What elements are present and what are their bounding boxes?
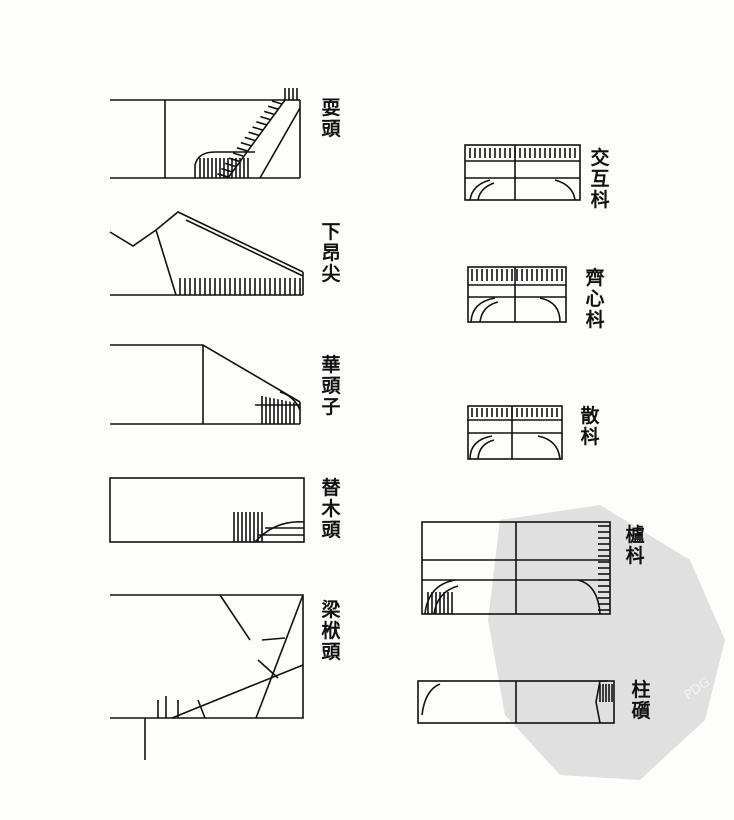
timutou-drawing [109, 477, 305, 543]
sandou-drawing [467, 405, 563, 460]
label-qixindou: 齊心枓 [585, 267, 605, 331]
label-timutou: 替木頭 [321, 477, 341, 541]
qixindou-drawing [467, 266, 567, 323]
label-shuatou: 耍頭 [321, 97, 341, 140]
zhuzhi-drawing [417, 680, 615, 724]
ludou-drawing [421, 521, 611, 615]
label-huatouzi: 華頭子 [321, 354, 341, 418]
shuatou-drawing [110, 88, 301, 179]
huatouzi-drawing [110, 344, 301, 425]
hatch-line [267, 105, 279, 110]
hatch-line [271, 100, 283, 105]
hatch-line [240, 141, 252, 147]
hatch-line [260, 115, 271, 121]
hatch-line [217, 173, 228, 178]
xiaangjian-drawing [109, 211, 304, 296]
hatch-line [256, 121, 267, 126]
hatch-line [236, 147, 248, 152]
label-jiaohudou: 交互枓 [590, 147, 610, 211]
watermark-seal: PDG [488, 505, 725, 780]
label-liangmotou: 梁栿頭 [321, 599, 341, 663]
hatch-line [252, 126, 263, 131]
hatch-line [248, 131, 259, 136]
jiaohudou-drawing [464, 144, 581, 201]
label-xiaangjian: 下昂尖 [321, 221, 341, 285]
hatch-line [263, 110, 275, 116]
hatch-line [232, 152, 244, 157]
hatch-line [221, 167, 232, 173]
hatch-line [228, 157, 240, 162]
hatch-line [244, 136, 255, 142]
label-ludou: 櫨枓 [625, 524, 645, 567]
label-sandou: 散枓 [580, 405, 600, 448]
liangmotou-drawing [110, 594, 304, 760]
label-zhuzhi: 柱礩 [631, 679, 651, 722]
hatch-line [224, 162, 236, 168]
